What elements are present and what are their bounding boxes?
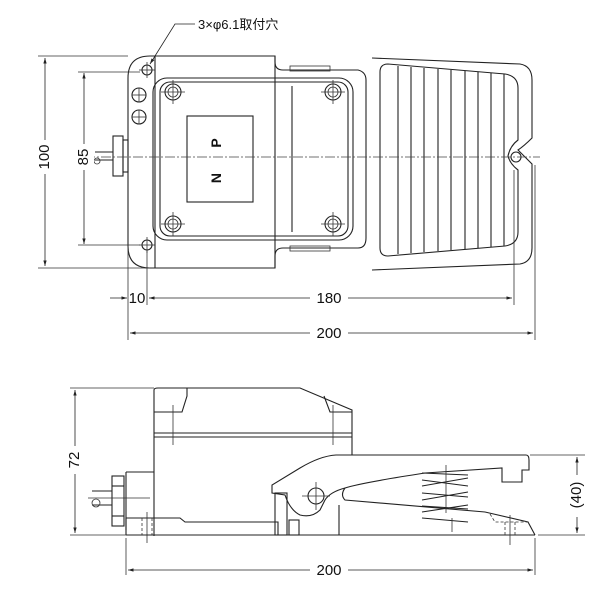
label-n: N [208, 173, 224, 183]
cable-gland [112, 135, 124, 177]
dim-height-85: 85 [75, 149, 92, 166]
spring-icon [421, 465, 469, 532]
corner-screw-icon [161, 80, 345, 236]
switch-housing [152, 77, 354, 241]
pedal-base [341, 487, 536, 536]
side-housing [153, 387, 353, 536]
dim-offset-10: 10 [129, 290, 146, 307]
mounting-hole-icon [139, 62, 155, 253]
dim-height-100: 100 [36, 144, 53, 169]
pedal-side [271, 454, 530, 517]
label-p: P [208, 138, 224, 147]
np-label-box [186, 115, 254, 203]
mounting-hole-annotation: 3×φ6.1取付穴 [198, 17, 278, 32]
top-view: P N [34, 17, 540, 342]
dim-height-72: 72 [66, 452, 83, 469]
side-view: 72 (40) 200 [64, 387, 588, 579]
pedal-tread [379, 63, 519, 257]
dim-width-200-side: 200 [316, 562, 341, 579]
dim-width-200-top: 200 [316, 325, 341, 342]
tread-ribs [397, 66, 505, 254]
dim-pedal-height-40: (40) [568, 482, 585, 509]
pedal-outline [371, 57, 533, 271]
screw-icon [131, 87, 147, 125]
dim-span-180: 180 [316, 290, 341, 307]
